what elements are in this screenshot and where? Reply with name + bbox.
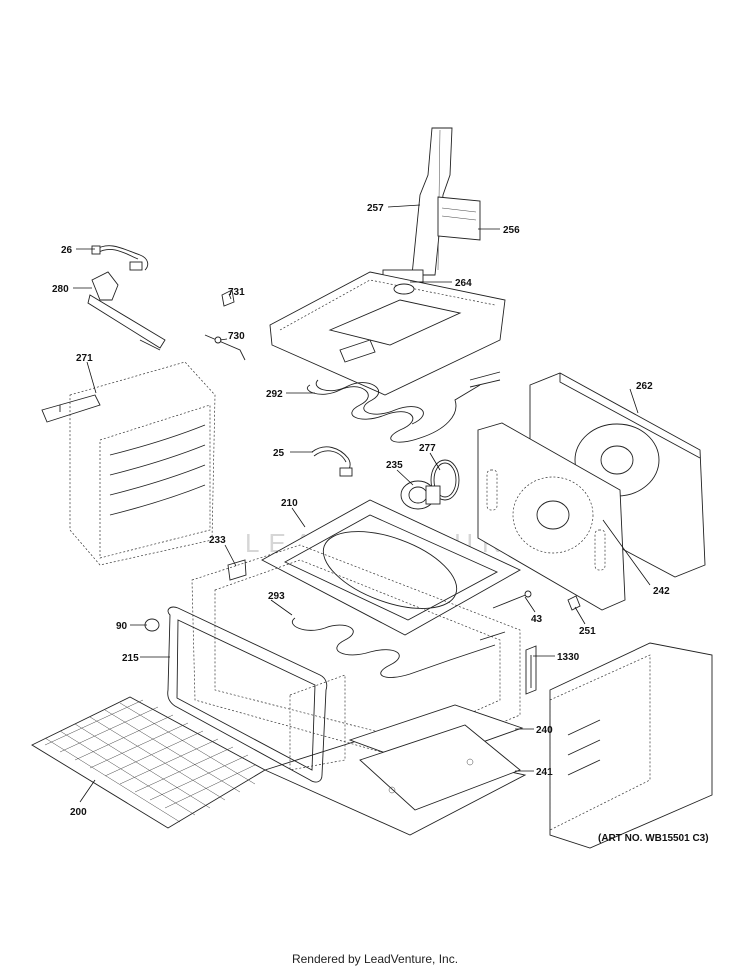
- label-262: 262: [636, 381, 653, 392]
- oven-cavity-frame: [191, 544, 527, 836]
- part-242-rear-panel: [477, 422, 626, 611]
- footer-credit: Rendered by LeadVenture, Inc.: [291, 952, 459, 966]
- part-271-bracket: [41, 394, 101, 423]
- label-240: 240: [536, 725, 553, 736]
- label-235: 235: [386, 460, 403, 471]
- part-43-probe: [492, 590, 532, 609]
- label-1330: 1330: [557, 652, 580, 663]
- part-235-fan-motor: [400, 480, 441, 510]
- right-side-panel: [549, 642, 713, 849]
- art-number: (ART NO. WB15501 C3): [598, 833, 709, 844]
- label-730: 730: [228, 331, 245, 342]
- label-257: 257: [367, 203, 384, 214]
- label-731: 731: [228, 287, 245, 298]
- part-277-gasket: [430, 459, 460, 501]
- label-251: 251: [579, 626, 596, 637]
- part-293-bake-element: [292, 617, 506, 678]
- part-241-bottom-panel: [359, 724, 521, 811]
- left-side-panel: [69, 361, 216, 566]
- label-210: 210: [281, 498, 298, 509]
- part-200-oven-rack: [31, 696, 266, 829]
- label-26: 26: [61, 245, 73, 256]
- label-256: 256: [503, 225, 520, 236]
- part-731-clip: [221, 289, 235, 307]
- part-256-label: [437, 196, 481, 241]
- leader-lines: [73, 204, 651, 803]
- label-25: 25: [273, 448, 285, 459]
- part-90-knob: [144, 618, 160, 632]
- label-215: 215: [122, 653, 139, 664]
- label-280: 280: [52, 284, 69, 295]
- label-43: 43: [531, 614, 543, 625]
- part-26-wire-harness: [91, 245, 149, 271]
- part-292-broil-element: [307, 371, 501, 443]
- part-280-bracket: [87, 271, 166, 351]
- part-1330-latch: [525, 645, 537, 695]
- part-251-clip: [567, 595, 581, 611]
- label-292: 292: [266, 389, 283, 400]
- part-210-oven-panel: [261, 499, 521, 636]
- label-271: 271: [76, 353, 93, 364]
- label-200: 200: [70, 807, 87, 818]
- part-215-door-gasket: [167, 606, 328, 783]
- label-293: 293: [268, 591, 285, 602]
- label-90: 90: [116, 621, 128, 632]
- label-242: 242: [653, 586, 670, 597]
- part-233-hinge: [227, 559, 247, 581]
- label-264: 264: [455, 278, 472, 289]
- label-277: 277: [419, 443, 436, 454]
- part-25-wire-harness: [311, 446, 353, 477]
- label-233: 233: [209, 535, 226, 546]
- part-264-top-panel: [269, 271, 506, 396]
- label-241: 241: [536, 767, 553, 778]
